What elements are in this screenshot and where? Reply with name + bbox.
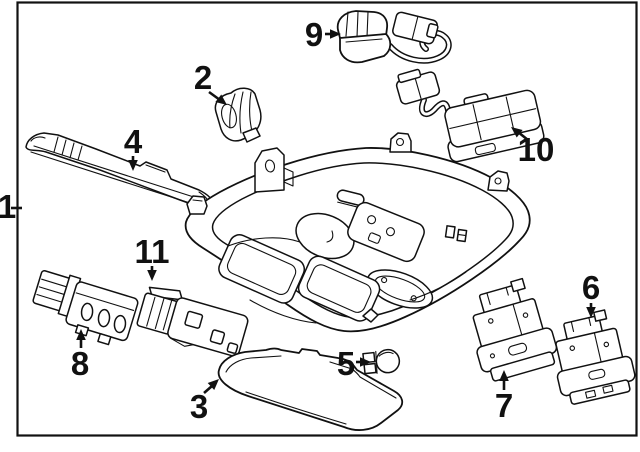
callout-2: 2 — [194, 59, 227, 105]
callout-5-label: 5 — [337, 345, 355, 382]
callout-3-arrow-icon — [207, 379, 219, 391]
part-6-switch-drawing — [555, 309, 636, 405]
callout-6-arrow-icon — [586, 307, 596, 318]
callout-7-label: 7 — [495, 387, 513, 424]
callout-3: 3 — [190, 379, 219, 425]
callout-4-arrow-icon — [128, 160, 138, 171]
callout-2-label: 2 — [194, 59, 212, 96]
part-8-switch-drawing — [32, 270, 139, 346]
callout-11: 11 — [135, 233, 170, 281]
callout-6-label: 6 — [582, 269, 600, 306]
part-5-bulb-drawing — [362, 348, 401, 375]
callout-2-arrow-icon — [215, 94, 227, 105]
callout-9: 9 — [305, 16, 341, 53]
callout-9-label: 9 — [305, 16, 323, 53]
callout-5-arrow-icon — [360, 357, 371, 367]
callout-9-arrow-icon — [330, 29, 341, 39]
part-3-lens-drawing — [217, 347, 404, 431]
callout-6: 6 — [582, 269, 600, 318]
part-9-switch-wire-drawing — [336, 10, 452, 64]
callout-8: 8 — [71, 329, 89, 382]
callout-1-label: 1 — [0, 188, 16, 225]
callout-1: 1 — [0, 188, 22, 225]
callout-3-label: 3 — [190, 388, 208, 425]
part-11-switch-bank-drawing — [136, 286, 249, 357]
callout-7: 7 — [495, 370, 513, 424]
callout-7-arrow-icon — [499, 370, 509, 381]
callout-10: 10 — [511, 127, 554, 168]
part-1-console-drawing — [184, 132, 531, 333]
part-4-rail-drawing — [25, 132, 215, 211]
callout-4: 4 — [124, 123, 143, 171]
callout-5: 5 — [337, 345, 371, 382]
callout-11-label: 11 — [135, 233, 170, 270]
part-2-clip-drawing — [214, 87, 262, 143]
callout-10-arrow-icon — [511, 127, 523, 138]
diagram-border — [16, 1, 638, 437]
callout-11-arrow-icon — [147, 270, 157, 281]
part-7-switch-drawing — [472, 277, 558, 382]
callout-8-arrow-icon — [76, 329, 86, 340]
callout-4-label: 4 — [124, 123, 143, 160]
callout-8-label: 8 — [71, 345, 89, 382]
